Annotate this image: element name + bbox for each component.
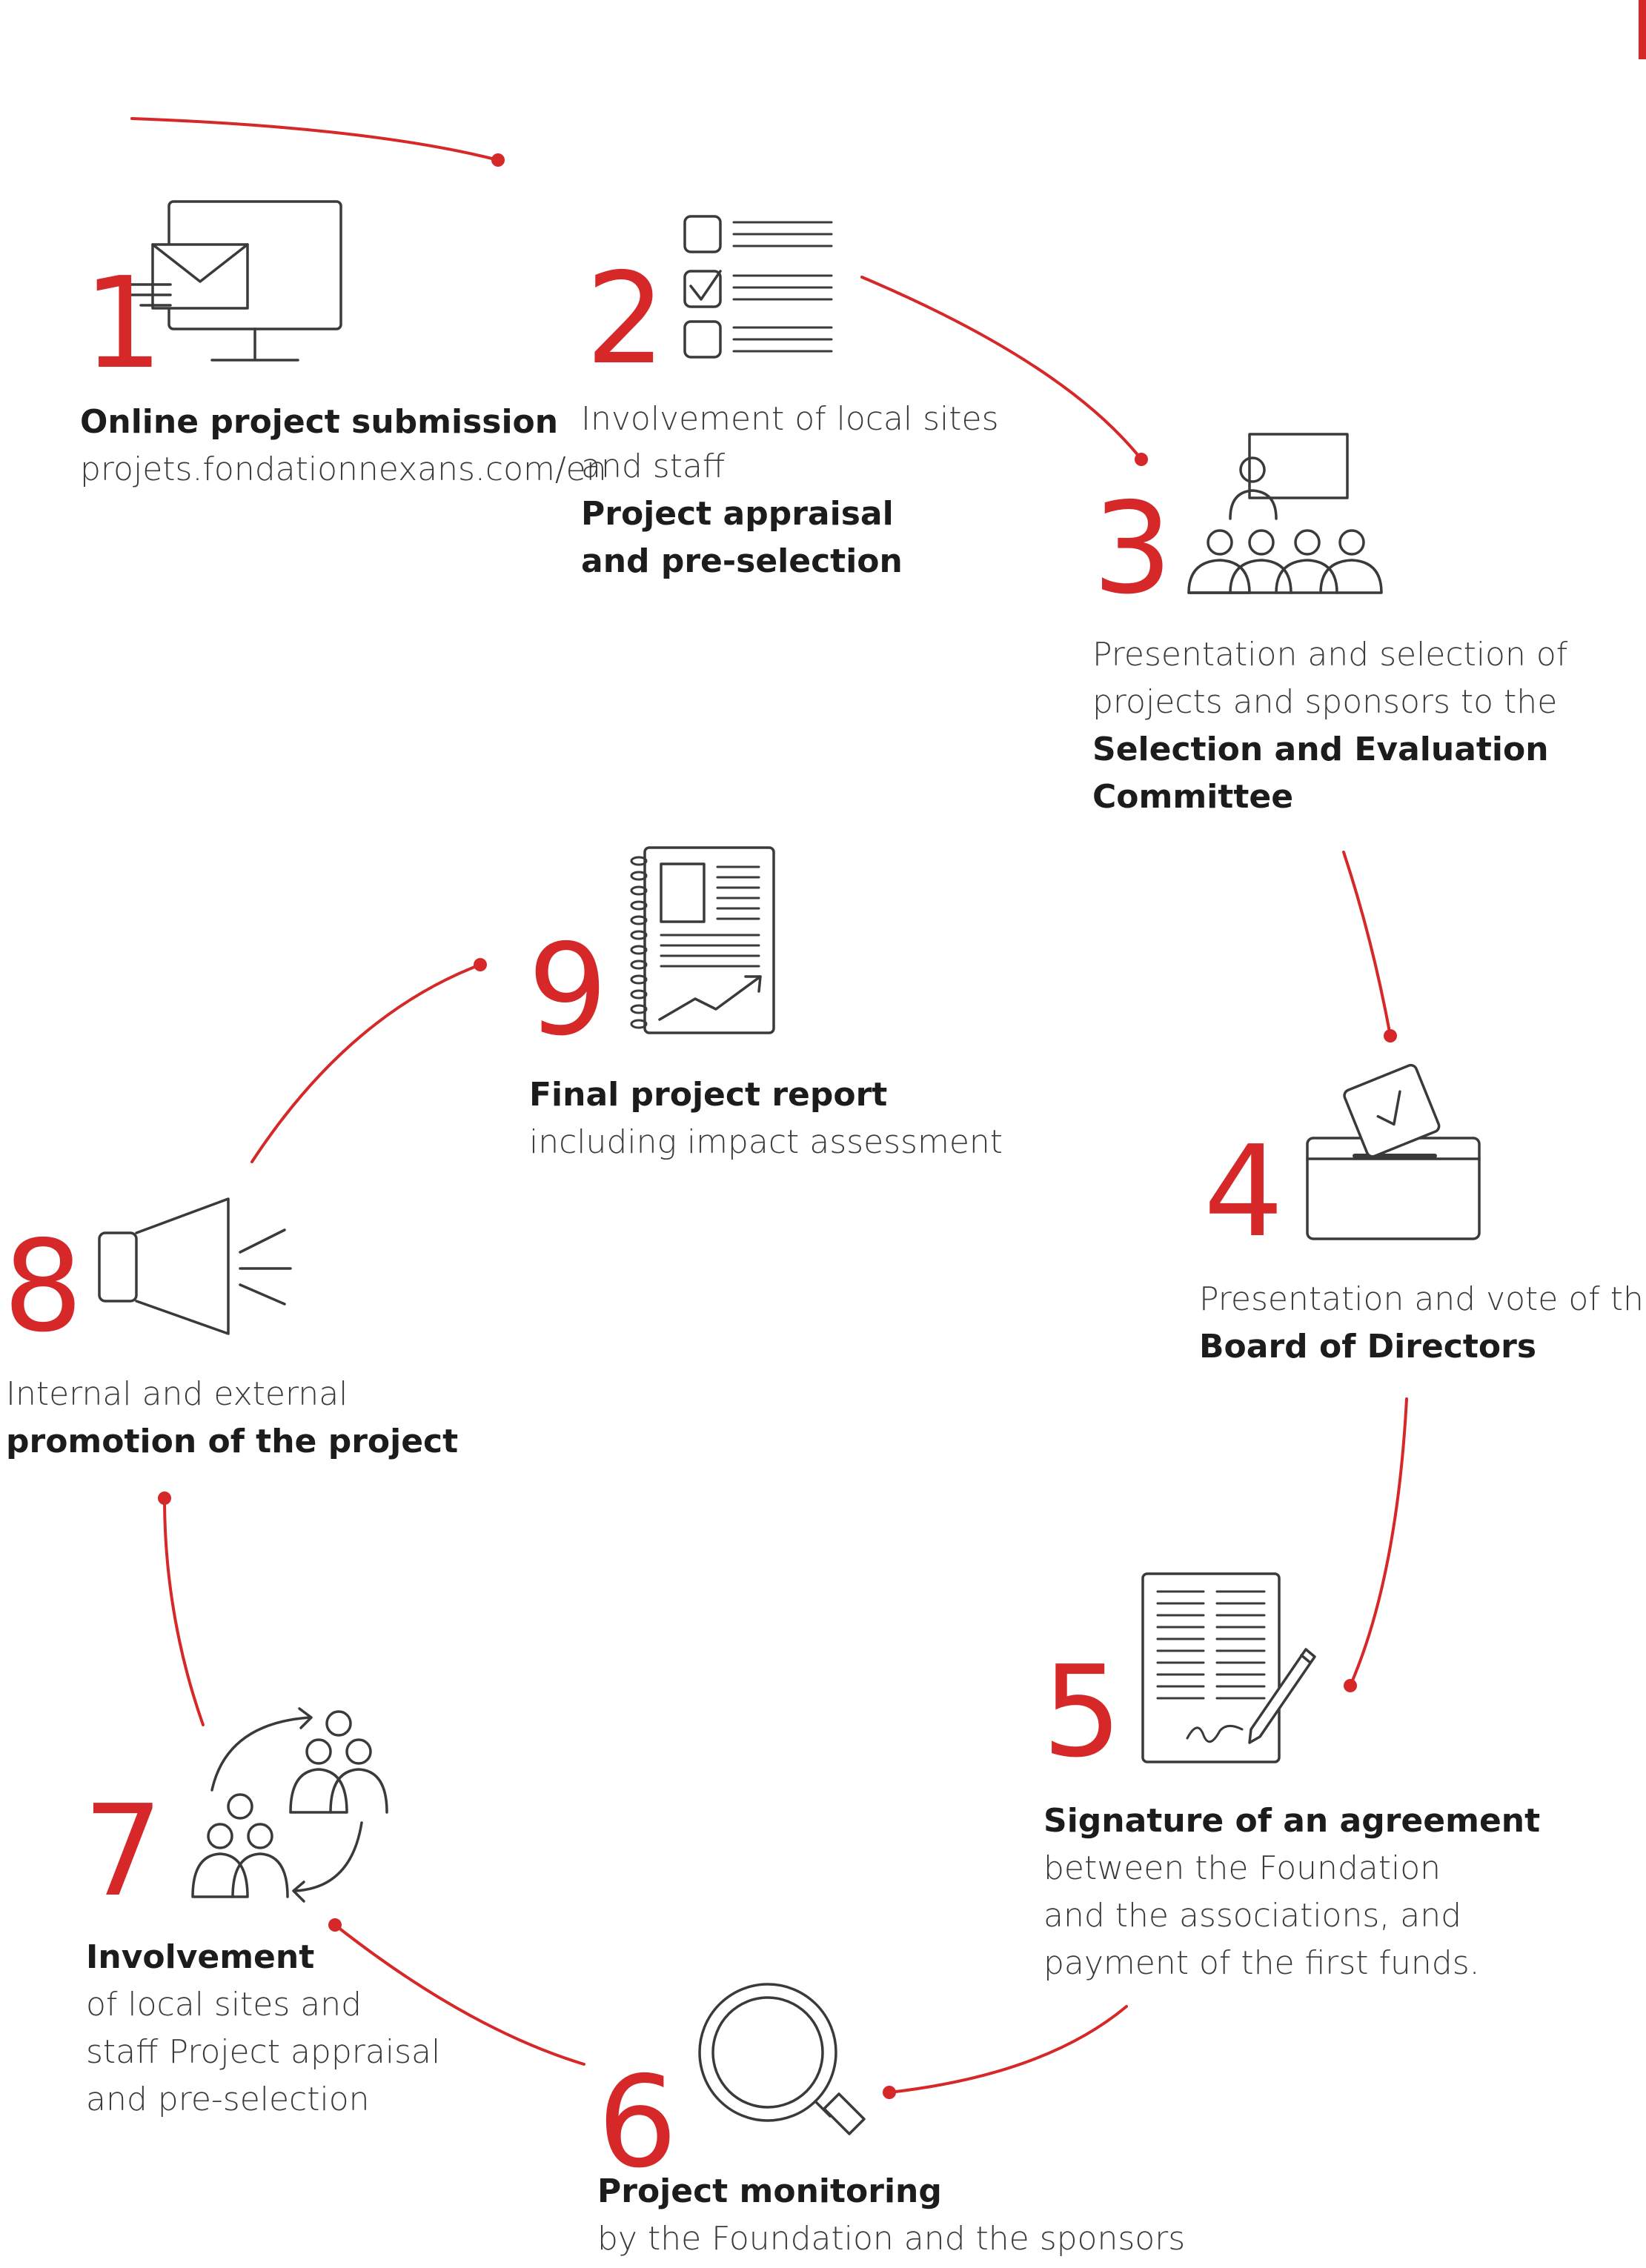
magnifier-icon xyxy=(698,1983,866,2135)
step-2-line-1: Involvement of local sites xyxy=(581,400,999,438)
step-9-line-2: including impact assessment xyxy=(529,1123,1003,1161)
presentation-audience-icon xyxy=(1187,433,1383,594)
step-7-title: Involvement xyxy=(86,1938,315,1976)
connector-arrows xyxy=(130,117,1408,2094)
step-9-title: Final project report xyxy=(529,1076,888,1114)
step-6-number: 6 xyxy=(597,2049,678,2196)
arc-5-6 xyxy=(888,2005,1128,2094)
arc-7-8 xyxy=(163,1497,205,1726)
step-2-title-2: and pre-selection xyxy=(581,542,903,580)
people-exchange-icon xyxy=(191,1707,388,1903)
step-5-number: 5 xyxy=(1042,1639,1123,1786)
step-2-title-1: Project appraisal xyxy=(581,495,894,533)
step-3-number: 3 xyxy=(1092,476,1173,622)
step-1-text: Online project submission projets.fondat… xyxy=(80,399,607,493)
step-2-text: Involvement of local sites and staff Pro… xyxy=(581,396,999,585)
step-4-number: 4 xyxy=(1204,1119,1284,1266)
step-4-title: Board of Directors xyxy=(1199,1328,1537,1366)
step-3-text: Presentation and selection of projects a… xyxy=(1092,631,1567,821)
step-8-title: promotion of the project xyxy=(6,1423,459,1460)
step-8-number: 8 xyxy=(3,1214,84,1360)
arc-4-5 xyxy=(1349,1397,1408,1687)
step-3-line-2: projects and sponsors to the xyxy=(1092,683,1558,721)
arc-2-3 xyxy=(860,276,1143,461)
step-9-text: Final project report including impact as… xyxy=(529,1071,1003,1166)
step-8-text: Internal and external promotion of the p… xyxy=(6,1371,458,1466)
step-1-url[interactable]: projets.fondationnexans.com/en xyxy=(80,450,607,488)
arc-intro xyxy=(130,117,500,162)
step-4-text: Presentation and vote of the Board of Di… xyxy=(1199,1276,1646,1371)
step-5-text: Signature of an agreement between the Fo… xyxy=(1043,1798,1540,1987)
step-7-text: Involvement of local sites and staff Pro… xyxy=(86,1934,440,2124)
step-7-number: 7 xyxy=(83,1778,164,1925)
step-2-line-2: and staff xyxy=(581,448,726,485)
step-5-line-2: between the Foundation xyxy=(1043,1849,1441,1887)
checklist-icon xyxy=(683,215,833,359)
step-8-line-1: Internal and external xyxy=(6,1375,348,1413)
step-9-number: 9 xyxy=(528,917,608,1064)
step-7-line-4: and pre-selection xyxy=(86,2081,370,2118)
step-4-line-1: Presentation and vote of the xyxy=(1199,1280,1646,1318)
step-3-title-1: Selection and Evaluation xyxy=(1092,731,1549,768)
step-6-title: Project monitoring xyxy=(597,2172,942,2210)
megaphone-icon xyxy=(98,1197,292,1335)
arrow-heads xyxy=(158,153,1397,2099)
step-6-line-2: by the Foundation and the sponsors xyxy=(597,2220,1186,2258)
corner-accent-bar xyxy=(1639,0,1646,59)
step-1-number: 1 xyxy=(83,250,164,397)
arc-8-9 xyxy=(250,963,482,1163)
ballot-box-icon xyxy=(1306,1063,1481,1240)
arc-6-7 xyxy=(333,1923,585,2066)
step-2-number: 2 xyxy=(585,246,666,393)
step-3-title-2: Committee xyxy=(1092,778,1294,816)
step-3-line-1: Presentation and selection of xyxy=(1092,636,1568,674)
step-5-line-3: and the associations, and xyxy=(1043,1897,1462,1935)
monitor-mail-icon xyxy=(123,200,342,362)
report-notebook-icon xyxy=(630,846,775,1034)
step-5-line-4: payment of the first funds. xyxy=(1043,1944,1480,1982)
step-7-line-3: staff Project appraisal xyxy=(86,2033,441,2071)
signed-contract-icon xyxy=(1141,1572,1316,1763)
step-6-text: Project monitoring by the Foundation and… xyxy=(597,2168,1185,2263)
step-1-title: Online project submission xyxy=(80,403,559,441)
step-7-line-2: of local sites and xyxy=(86,1986,362,2023)
arc-3-4 xyxy=(1342,851,1392,1037)
step-5-title: Signature of an agreement xyxy=(1043,1802,1541,1840)
